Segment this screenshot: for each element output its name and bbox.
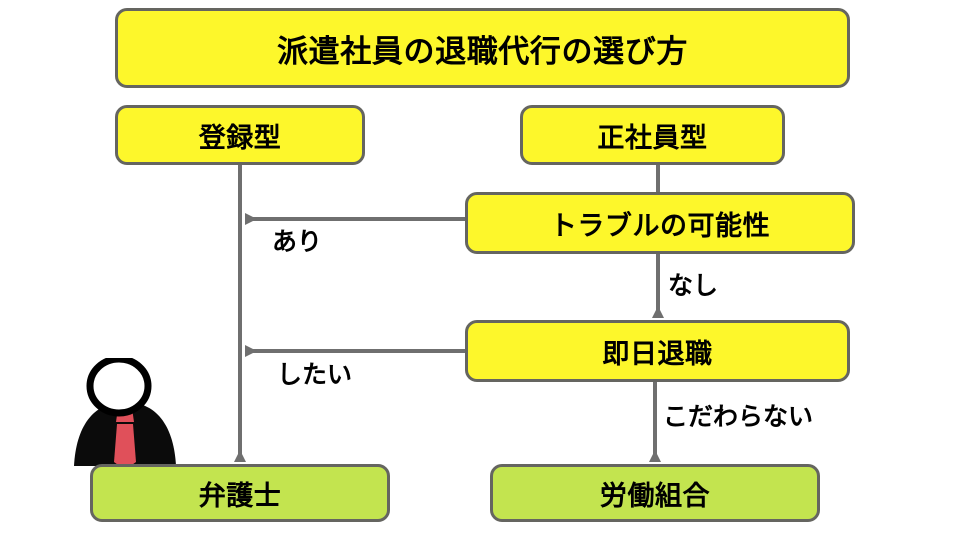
node-trouble-possibility[interactable]: トラブルの可能性 — [465, 192, 855, 254]
necktie-blade — [114, 424, 136, 470]
edge-label-kodawaranai: こだわらない — [663, 402, 814, 431]
node-fulltime-type[interactable]: 正社員型 — [520, 105, 785, 165]
head-shape — [86, 358, 152, 417]
node-labor-union-outcome[interactable]: 労働組合 — [490, 464, 820, 522]
edge-label-shitai: したい — [277, 360, 353, 389]
node-lawyer-outcome[interactable]: 弁護士 — [90, 464, 390, 522]
node-registered-type[interactable]: 登録型 — [115, 105, 365, 165]
businessman-silhouette-icon — [74, 358, 176, 470]
edge-label-ari: あり — [272, 227, 323, 256]
edge-label-nashi: なし — [668, 271, 719, 300]
node-same-day-resignation[interactable]: 即日退職 — [465, 320, 850, 382]
node-title: 派遣社員の退職代行の選び方 — [115, 8, 850, 88]
